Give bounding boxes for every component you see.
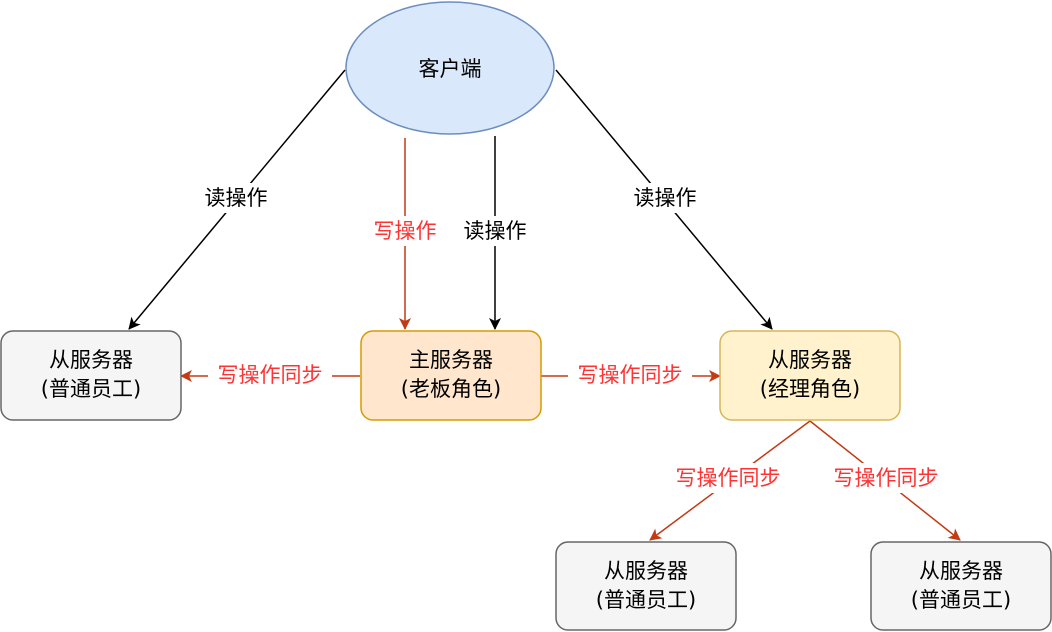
edge-label-client-to-manager-read: 读操作 [627, 183, 703, 213]
master-server-title: 主服务器 [409, 348, 493, 372]
edge-label-text: 写操作同步 [578, 363, 683, 387]
slave-server-bottom-left-role: (普通员工) [596, 588, 696, 612]
edge-label-client-to-master-read: 读操作 [457, 216, 533, 246]
client-node: 客户端 [345, 1, 555, 135]
edge-label-text: 读操作 [634, 186, 697, 210]
edge-label-client-to-left-read: 读操作 [198, 183, 274, 213]
edge-label-client-to-master-write: 写操作 [367, 216, 443, 246]
edge-label-manager-to-bottom-right-sync: 写操作同步 [824, 463, 948, 493]
slave-server-bottom-left-node: 从服务器 (普通员工) [555, 541, 737, 631]
slave-server-bottom-left-title: 从服务器 [604, 559, 688, 583]
slave-server-manager-title: 从服务器 [768, 348, 852, 372]
slave-server-bottom-right-node: 从服务器 (普通员工) [870, 541, 1052, 631]
edge-label-text: 写操作同步 [834, 466, 939, 490]
edge-label-master-to-manager-sync: 写操作同步 [568, 360, 692, 390]
edge-label-manager-to-bottom-left-sync: 写操作同步 [666, 463, 790, 493]
master-server-node: 主服务器 (老板角色) [360, 330, 542, 421]
client-label: 客户端 [419, 57, 482, 81]
master-server-role: (老板角色) [401, 377, 501, 401]
edge-label-text: 写操作 [374, 219, 437, 243]
edge-label-text: 读操作 [205, 186, 268, 210]
slave-server-manager-node: 从服务器 (经理角色) [719, 330, 901, 421]
slave-server-manager-role: (经理角色) [760, 377, 860, 401]
slave-server-left-role: (普通员工) [41, 377, 141, 401]
edge-label-master-to-left-sync: 写操作同步 [208, 360, 332, 390]
edge-label-text: 写操作同步 [676, 466, 781, 490]
slave-server-bottom-right-role: (普通员工) [911, 588, 1011, 612]
edge-label-text: 写操作同步 [218, 363, 323, 387]
slave-server-bottom-right-title: 从服务器 [919, 559, 1003, 583]
edge-label-text: 读操作 [464, 219, 527, 243]
slave-server-left-title: 从服务器 [49, 348, 133, 372]
slave-server-left-node: 从服务器 (普通员工) [0, 330, 182, 421]
